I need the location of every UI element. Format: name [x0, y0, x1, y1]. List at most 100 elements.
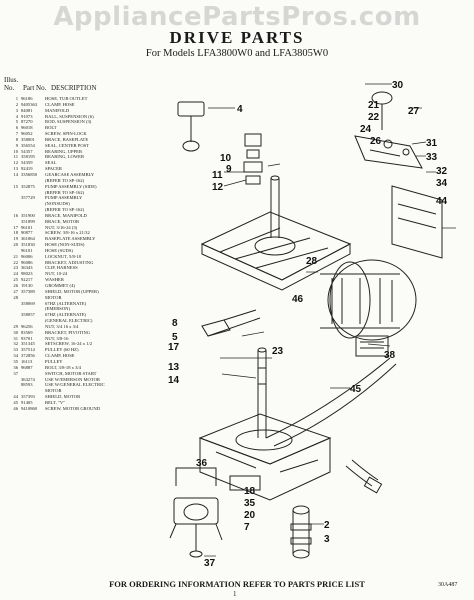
- parts-row-description: PUMP ASSEMBLY: [45, 195, 83, 201]
- parts-row-description: USE W/EMERSON MOTOR: [45, 376, 100, 382]
- parts-row-part-no: 96256: [21, 323, 33, 329]
- parts-row-description: BRACE, BASEPLATE: [45, 136, 89, 142]
- parts-row-illus-no: 7: [15, 131, 18, 137]
- parts-row-description: SWITCH, MOTOR START: [45, 370, 97, 376]
- parts-row-part-no: 96186: [21, 96, 33, 101]
- parts-row-illus-no: 17: [13, 224, 18, 230]
- parts-row-description: (GENERAL ELECTRIC): [45, 318, 93, 324]
- parts-row-illus-no: 36: [13, 364, 18, 370]
- parts-row-description: MOTOR: [45, 294, 62, 300]
- motor-part: [320, 259, 417, 357]
- parts-row-illus-no: 45: [13, 399, 18, 405]
- parts-row: 28 MOTOR: [4, 295, 164, 301]
- page-number: 1: [233, 590, 237, 598]
- parts-row-part-no: 351345: [21, 341, 35, 347]
- parts-row-description: CLAMP, HOSE: [45, 101, 75, 107]
- parts-row-illus-no: 28: [13, 294, 18, 300]
- parts-row-part-no: 96887: [21, 364, 33, 370]
- parts-row-description: 67HZ (ALTERNATE): [45, 300, 87, 306]
- parts-row-part-no: 351899: [21, 218, 35, 224]
- parts-row-illus-no: 15: [13, 183, 18, 189]
- callout-30: 30: [392, 80, 404, 91]
- parts-row-illus-no: 1: [15, 96, 18, 101]
- callout-27: 27: [408, 106, 420, 117]
- parts-row-part-no: 372856: [21, 353, 35, 359]
- parts-row-description: WASHER: [45, 277, 64, 283]
- callout-5: 5: [172, 332, 178, 343]
- parts-row-part-no: 92217: [21, 277, 33, 283]
- parts-row-description: BRACKET, PIVOTING: [45, 329, 91, 335]
- callout-21: 21: [368, 100, 380, 111]
- parts-row-part-no: 19130: [21, 283, 33, 288]
- parts-row-part-no: 96006: [21, 253, 33, 259]
- callout-26: 26: [370, 136, 382, 147]
- parts-row-description: SCREW, SPIN-LOCK: [45, 131, 87, 137]
- parts-row: (NONSUDS): [4, 201, 164, 207]
- parts-row-description: CLAMP, HOSE: [45, 353, 75, 359]
- parts-row-description: BRACE, MANIFOLD: [45, 212, 87, 218]
- parts-row-illus-no: 16: [13, 212, 18, 218]
- parts-row-description: HOSE, TUB OUTLET: [45, 96, 88, 101]
- callout-23: 23: [272, 346, 284, 357]
- callout-45: 45: [350, 384, 362, 395]
- callout-35: 35: [244, 498, 256, 509]
- parts-row-description: SETSCREW, 16-24 x 1/2: [45, 341, 93, 347]
- watermark: AppliancePartsPros.com: [53, 2, 421, 32]
- parts-row-description: MANIFOLD: [45, 107, 70, 113]
- parts-row: (EMERSON): [4, 306, 164, 312]
- parts-row-description: 67HZ (ALTERNATE): [45, 312, 87, 318]
- parts-row: MOTOR: [4, 388, 164, 394]
- parts-row-description: (REFER TO SP-162): [45, 177, 85, 183]
- parts-row-description: SHIELD, MOTOR: [45, 394, 81, 400]
- drive-parts-diagram: 30 21 22 24 26 27 31 33 32 34 44 4 10 9 …: [168, 80, 456, 569]
- parts-row-part-no: 96018: [21, 125, 33, 131]
- parts-row-part-no: 96086: [21, 259, 33, 265]
- parts-row-illus-no: 35: [13, 358, 18, 364]
- callout-9: 9: [226, 164, 232, 175]
- callout-4: 4: [237, 104, 243, 115]
- callout-32: 32: [436, 166, 448, 177]
- parts-row-part-no: 357389: [21, 288, 35, 294]
- callout-3: 3: [324, 534, 330, 545]
- parts-row-description: GROMMET (4): [45, 283, 75, 288]
- parts-row-illus-no: 27: [13, 288, 18, 294]
- parts-row-description: HOSE (SUDS): [45, 247, 73, 253]
- callout-33: 33: [426, 152, 438, 163]
- parts-row-part-no: 16113: [21, 358, 33, 364]
- parts-row-illus-no: 34: [13, 353, 18, 359]
- parts-row: (REFER TO SP-162): [4, 207, 164, 213]
- parts-row-illus-no: 9: [15, 142, 18, 148]
- callout-38: 38: [384, 350, 396, 361]
- parts-row-description: SCREW, MOTOR GROUND: [45, 405, 101, 411]
- parts-row-description: SEAL: [45, 160, 57, 166]
- parts-row-part-no: 98023: [21, 271, 33, 277]
- parts-row-part-no: 84081: [21, 107, 33, 113]
- parts-row-description: BASEPLATE ASSEMBLY: [45, 236, 96, 242]
- motor-shield-part: [391, 185, 443, 259]
- v-belt-part: [265, 357, 397, 447]
- parts-row-part-no: 92419: [21, 166, 33, 172]
- parts-row-part-no: 356554: [21, 142, 35, 148]
- parts-row-part-no: 3356850: [21, 171, 38, 177]
- parts-row-illus-no: 3: [15, 107, 18, 113]
- parts-row-description: BALL, SUSPENSION (6): [45, 113, 94, 119]
- parts-row-description: (REFER TO SP-162): [45, 207, 85, 213]
- parts-row-illus-no: 19: [13, 236, 18, 242]
- parts-row-description: HOSE (NON-SUDS): [45, 242, 85, 248]
- parts-row-illus-no: 26: [13, 283, 18, 288]
